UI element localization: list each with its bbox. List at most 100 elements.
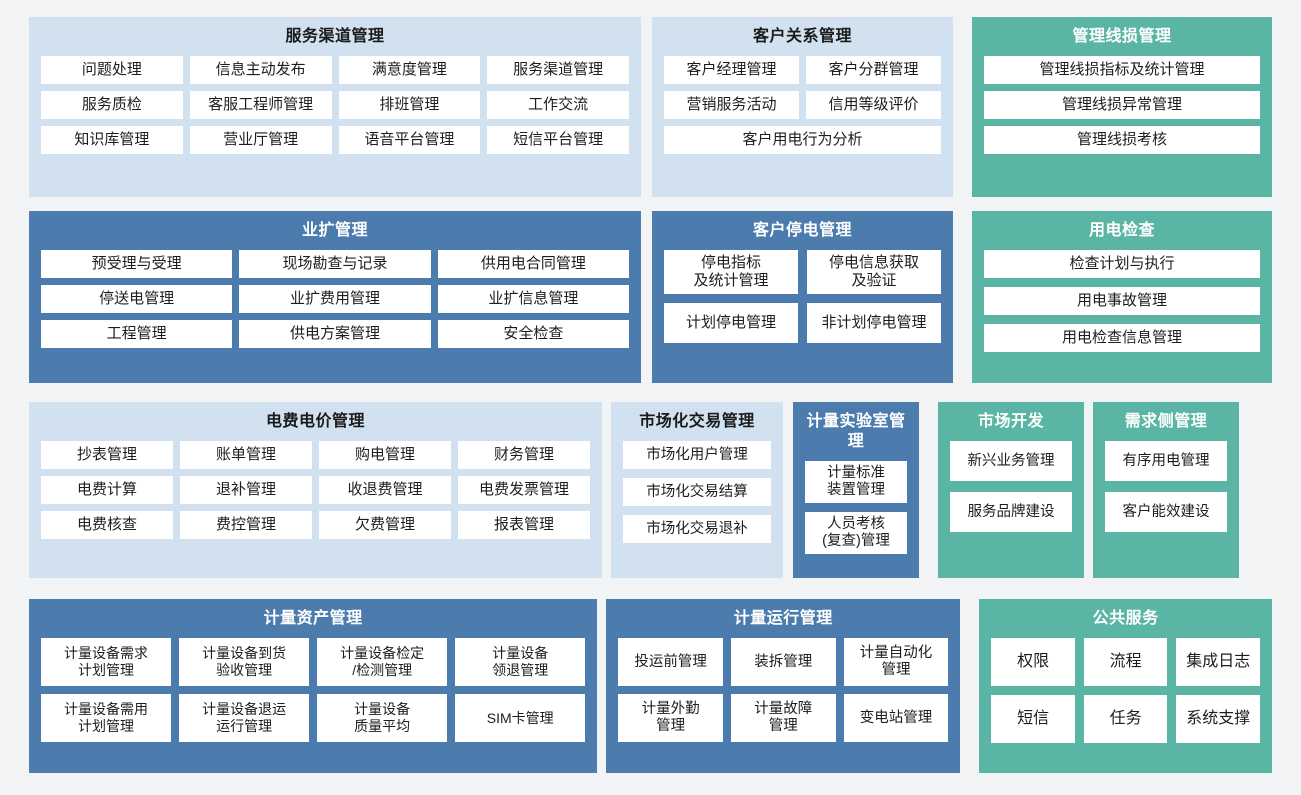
module-cell[interactable]: 任务 (1083, 695, 1168, 743)
module-cell[interactable]: 计量外勤 管理 (618, 694, 723, 742)
panel-metering-operation-management[interactable]: 计量运行管理 投运前管理 装拆管理 计量自动化 管理 计量外勤 管理 计量故障 … (606, 599, 961, 773)
module-cell[interactable]: 知识库管理 (41, 126, 183, 154)
module-cell[interactable]: 客服工程师管理 (189, 91, 332, 119)
module-cell[interactable]: 欠费管理 (319, 511, 451, 539)
module-cell[interactable]: 计划停电管理 (664, 303, 798, 343)
module-cell[interactable]: 退补管理 (180, 476, 312, 504)
module-cell[interactable]: 短信 (991, 695, 1075, 743)
panel-service-channel-management[interactable]: 服务渠道管理 问题处理 信息主动发布 满意度管理 服务渠道管理 服务质检 客服工… (29, 17, 641, 197)
panel-metering-laboratory-management[interactable]: 计量实验室管理 计量标准 装置管理 人员考核 (复查)管理 (793, 402, 919, 578)
module-cell[interactable]: 满意度管理 (338, 56, 481, 84)
module-cell[interactable]: 变电站管理 (843, 694, 949, 742)
module-cell[interactable]: 现场勘查与记录 (239, 250, 431, 278)
panel-business-expansion-management[interactable]: 业扩管理 预受理与受理 现场勘查与记录 供用电合同管理 停送电管理 业扩费用管理… (29, 211, 641, 383)
module-cell[interactable]: 系统支撑 (1176, 695, 1260, 743)
module-cell[interactable]: 营业厅管理 (189, 126, 332, 154)
module-cell[interactable]: 有序用电管理 (1105, 441, 1227, 481)
module-cell[interactable]: 检查计划与执行 (984, 250, 1260, 278)
module-cell[interactable]: 服务品牌建设 (950, 492, 1072, 532)
panel-electricity-fee-price-management[interactable]: 电费电价管理 抄表管理 账单管理 购电管理 财务管理 电费计算 退补管理 收退费… (29, 402, 602, 578)
module-cell[interactable]: 新兴业务管理 (950, 441, 1072, 481)
module-cell[interactable]: 供电方案管理 (239, 320, 431, 348)
module-cell[interactable]: 客户经理管理 (664, 56, 799, 84)
panel-market-development[interactable]: 市场开发 新兴业务管理 服务品牌建设 (938, 402, 1084, 578)
panel-cell-grid: 有序用电管理 客户能效建设 (1105, 441, 1227, 566)
module-cell[interactable]: 工程管理 (41, 320, 233, 348)
module-cell[interactable]: 信用等级评价 (806, 91, 941, 119)
panel-demand-side-management[interactable]: 需求侧管理 有序用电管理 客户能效建设 (1093, 402, 1239, 578)
module-cell[interactable]: 电费发票管理 (458, 476, 590, 504)
module-cell[interactable]: 计量设备 领退管理 (455, 638, 586, 686)
panel-market-trading-management[interactable]: 市场化交易管理 市场化用户管理 市场化交易结算 市场化交易退补 (611, 402, 783, 578)
module-cell[interactable]: 计量设备 质量平均 (317, 694, 448, 742)
panel-customer-relationship-management[interactable]: 客户关系管理 客户经理管理 客户分群管理 营销服务活动 信用等级评价 客户用电行… (652, 17, 953, 197)
module-cell[interactable]: 客户用电行为分析 (664, 126, 941, 154)
module-cell[interactable]: 停电指标 及统计管理 (664, 250, 798, 294)
module-cell[interactable]: 管理线损异常管理 (984, 91, 1260, 119)
panel-cell-grid: 停电指标 及统计管理 停电信息获取 及验证 计划停电管理 非计划停电管理 (664, 250, 941, 371)
panel-power-consumption-inspection[interactable]: 用电检查 检查计划与执行 用电事故管理 用电检查信息管理 (972, 211, 1272, 383)
module-cell[interactable]: 人员考核 (复查)管理 (805, 512, 907, 554)
module-cell[interactable]: 问题处理 (41, 56, 183, 84)
module-cell[interactable]: 费控管理 (180, 511, 312, 539)
module-cell[interactable]: 客户能效建设 (1105, 492, 1227, 532)
module-cell[interactable]: 排班管理 (338, 91, 481, 119)
module-cell[interactable]: 计量设备需用 计划管理 (41, 694, 172, 742)
module-cell[interactable]: 权限 (991, 638, 1075, 686)
module-cell[interactable]: 计量故障 管理 (730, 694, 836, 742)
module-cell[interactable]: 短信平台管理 (487, 126, 629, 154)
panel-title: 计量资产管理 (263, 610, 363, 627)
panel-title: 需求侧管理 (1124, 413, 1208, 430)
module-cell[interactable]: 报表管理 (458, 511, 590, 539)
module-cell[interactable]: 市场化交易结算 (623, 478, 771, 506)
module-cell[interactable]: 预受理与受理 (41, 250, 233, 278)
module-cell[interactable]: 供用电合同管理 (437, 250, 629, 278)
module-cell[interactable]: 计量设备到货 验收管理 (179, 638, 310, 686)
panel-management-line-loss[interactable]: 管理线损管理 管理线损指标及统计管理 管理线损异常管理 管理线损考核 (972, 17, 1272, 197)
module-cell[interactable]: 服务质检 (41, 91, 183, 119)
module-cell[interactable]: 停电信息获取 及验证 (807, 250, 941, 294)
module-cell[interactable]: 业扩费用管理 (239, 285, 431, 313)
diagram-row-4: 计量资产管理 计量设备需求 计划管理 计量设备到货 验收管理 计量设备检定 /检… (29, 599, 1272, 773)
module-cell[interactable]: SIM卡管理 (455, 694, 586, 742)
panel-customer-outage-management[interactable]: 客户停电管理 停电指标 及统计管理 停电信息获取 及验证 计划停电管理 非计划停… (652, 211, 953, 383)
panel-public-service[interactable]: 公共服务 权限 流程 集成日志 短信 任务 系统支撑 (979, 599, 1272, 773)
module-cell[interactable]: 管理线损指标及统计管理 (984, 56, 1260, 84)
module-cell[interactable]: 管理线损考核 (984, 126, 1260, 154)
module-cell[interactable]: 市场化交易退补 (623, 515, 771, 543)
module-cell[interactable]: 市场化用户管理 (623, 441, 771, 469)
module-cell[interactable]: 计量标准 装置管理 (805, 461, 907, 503)
module-cell[interactable]: 集成日志 (1176, 638, 1260, 686)
module-cell[interactable]: 计量自动化 管理 (843, 638, 949, 686)
module-cell[interactable]: 服务渠道管理 (487, 56, 629, 84)
module-cell[interactable]: 收退费管理 (319, 476, 451, 504)
module-cell[interactable]: 业扩信息管理 (437, 285, 629, 313)
module-cell[interactable]: 计量设备检定 /检测管理 (317, 638, 448, 686)
panel-metering-asset-management[interactable]: 计量资产管理 计量设备需求 计划管理 计量设备到货 验收管理 计量设备检定 /检… (29, 599, 598, 773)
module-cell[interactable]: 投运前管理 (618, 638, 723, 686)
panel-title: 计量运行管理 (733, 610, 833, 627)
module-cell[interactable]: 装拆管理 (730, 638, 836, 686)
module-cell[interactable]: 购电管理 (319, 441, 451, 469)
module-cell[interactable]: 电费核查 (41, 511, 173, 539)
module-cell[interactable]: 计量设备需求 计划管理 (41, 638, 172, 686)
module-cell[interactable]: 电费计算 (41, 476, 173, 504)
module-cell[interactable]: 非计划停电管理 (807, 303, 941, 343)
module-cell[interactable]: 停送电管理 (41, 285, 233, 313)
module-cell[interactable]: 抄表管理 (41, 441, 173, 469)
panel-title: 计量实验室管理 (806, 413, 906, 450)
module-cell[interactable]: 语音平台管理 (338, 126, 481, 154)
module-cell[interactable]: 用电检查信息管理 (984, 324, 1260, 352)
module-cell[interactable]: 工作交流 (487, 91, 629, 119)
module-cell[interactable]: 计量设备退运 运行管理 (179, 694, 310, 742)
module-cell[interactable]: 账单管理 (180, 441, 312, 469)
module-cell[interactable]: 安全检查 (437, 320, 629, 348)
module-cell[interactable]: 用电事故管理 (984, 287, 1260, 315)
module-cell[interactable]: 财务管理 (458, 441, 590, 469)
module-cell[interactable]: 流程 (1083, 638, 1168, 686)
panel-title: 管理线损管理 (1072, 28, 1172, 45)
panel-title: 市场化交易管理 (639, 413, 755, 430)
module-cell[interactable]: 信息主动发布 (189, 56, 332, 84)
module-cell[interactable]: 客户分群管理 (806, 56, 941, 84)
module-cell[interactable]: 营销服务活动 (664, 91, 799, 119)
